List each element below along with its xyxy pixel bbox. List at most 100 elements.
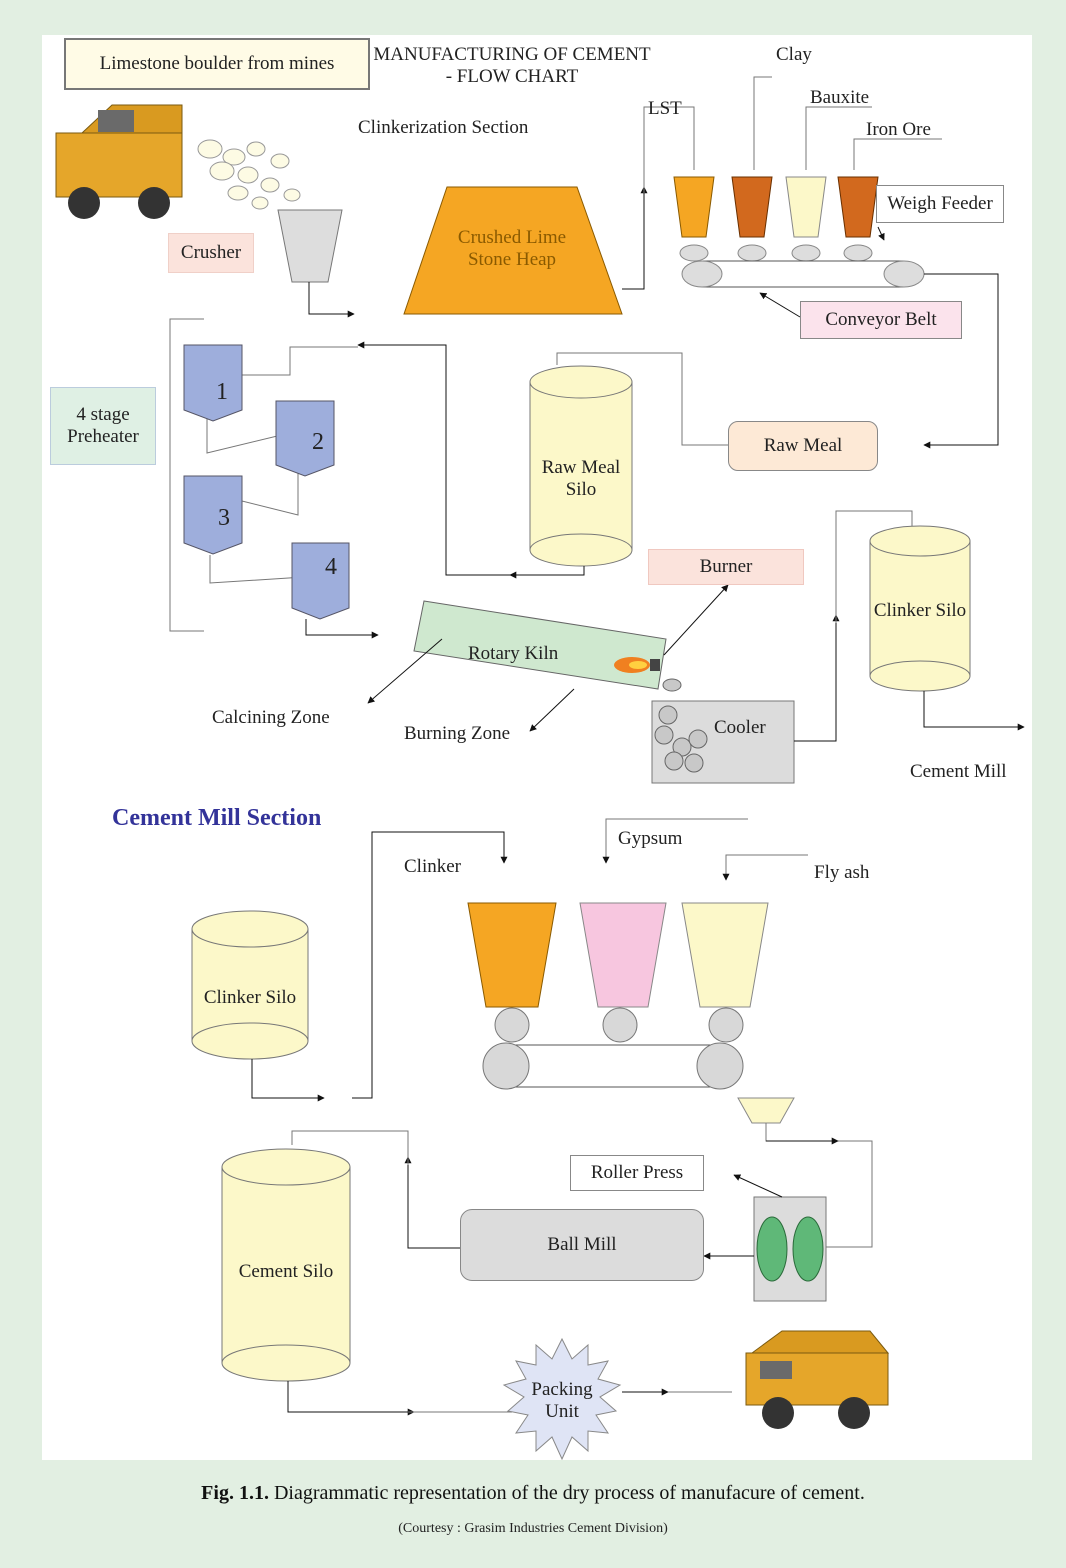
cyclone-1	[183, 344, 243, 422]
burner-box: Burner	[648, 549, 804, 585]
iron-ore-label: Iron Ore	[866, 119, 931, 140]
burning-zone-pointer	[529, 688, 575, 732]
iron-ore-feed-line	[853, 138, 942, 170]
raw-meal-box: Raw Meal	[728, 421, 878, 471]
cooler-clinker-balls	[654, 678, 708, 773]
mill-conveyor	[482, 1042, 744, 1090]
limestone-source-box: Limestone boulder from mines	[64, 38, 370, 90]
clinker-feed-line	[352, 831, 508, 1099]
calcining-zone-pointer	[367, 638, 443, 704]
mill-feed-rollers	[494, 1007, 744, 1043]
burning-zone-label: Burning Zone	[404, 723, 511, 744]
crusher-hopper	[277, 209, 343, 283]
clay-hopper	[731, 176, 773, 238]
cyclone-2-label: 2	[312, 429, 324, 455]
title-line-2: - FLOW CHART	[445, 65, 579, 87]
weigh-feeder-rollers	[679, 244, 873, 262]
iron-ore-hopper	[837, 176, 879, 238]
clinker-silo-to-cement-mill-line	[923, 691, 1025, 731]
heap-label: Crushed Lime Stone Heap	[457, 227, 567, 270]
cement-silo-to-packing-line	[287, 1381, 415, 1416]
clinker-silo-top	[869, 525, 971, 692]
gypsum-hopper	[579, 902, 667, 1008]
clinker-silo-feed-line	[835, 510, 913, 623]
rotary-kiln-label: Rotary Kiln	[468, 643, 559, 664]
preheater-bracket	[169, 318, 204, 632]
crusher-to-heap-line	[308, 282, 355, 318]
gypsum-feed-line	[602, 818, 748, 864]
clinker-label: Clinker	[404, 856, 461, 877]
raw-meal-silo-label: Raw Meal Silo	[541, 457, 621, 500]
roller-press-pointer	[733, 1174, 783, 1198]
roller-right	[792, 1216, 824, 1282]
gypsum-label: Gypsum	[618, 828, 683, 849]
clinkerization-section-label: Clinkerization Section	[358, 117, 529, 138]
title-line-1: MANUFACTURING OF CEMENT	[373, 44, 651, 65]
heap-to-feeders-line	[622, 186, 648, 290]
conveyor-belt-pointer	[759, 292, 801, 318]
cyclone-4	[291, 542, 350, 620]
raw-meal-to-silo-line	[556, 352, 728, 446]
dump-truck-icon-top	[55, 104, 183, 219]
raw-meal-silo	[529, 365, 633, 567]
clay-feed-line	[753, 76, 772, 170]
cyclone-link-1-2	[210, 346, 358, 376]
bauxite-hopper	[785, 176, 827, 238]
cyclone-link-a	[206, 410, 299, 454]
clinker-silo-to-mill-line	[251, 1059, 325, 1102]
conveyor-belt-box: Conveyor Belt	[800, 301, 962, 339]
bauxite-label: Bauxite	[810, 87, 870, 108]
cyclone-2	[275, 400, 335, 477]
flame-icon	[614, 657, 660, 673]
roller-left	[756, 1216, 788, 1282]
cyclone-4-label: 4	[325, 554, 337, 580]
dump-truck-icon-bottom	[745, 1330, 890, 1429]
figure-courtesy: (Courtesy : Grasim Industries Cement Div…	[398, 1521, 668, 1536]
cyclone-1-label: 1	[216, 379, 228, 405]
limestone-boulders-icon	[197, 139, 301, 210]
packing-unit-burst	[502, 1337, 622, 1460]
cyclone-3-label: 3	[218, 505, 230, 531]
cement-mill-label: Cement Mill	[910, 761, 1007, 782]
clinker-hopper	[467, 902, 557, 1008]
roller-press-box: Roller Press	[570, 1155, 704, 1191]
packing-unit-label: Packing Unit	[531, 1379, 593, 1422]
silo-to-preheater-line	[357, 341, 585, 576]
preheater-to-kiln-line	[305, 619, 379, 639]
preheater-box: 4 stage Preheater	[50, 387, 156, 465]
calcining-zone-label: Calcining Zone	[212, 707, 330, 728]
rotary-kiln	[413, 600, 667, 690]
weigh-feeder-pointer	[877, 226, 885, 241]
page-title: MANUFACTURING OF CEMENT - FLOW CHART	[372, 44, 652, 88]
limestone-heap	[403, 186, 623, 315]
cyclone-3	[183, 475, 243, 555]
fly-ash-label: Fly ash	[814, 862, 870, 883]
lst-label: LST	[648, 98, 682, 119]
clay-label: Clay	[776, 44, 812, 65]
lst-feed-line	[643, 106, 695, 193]
fly-ash-hopper	[681, 902, 769, 1008]
ball-mill-to-cement-silo-line	[404, 1156, 460, 1249]
bauxite-feed-line	[805, 106, 872, 170]
cyclone-link-c	[209, 555, 305, 584]
conveyor-to-raw-meal-line	[923, 273, 999, 449]
fly-ash-feed-line	[722, 854, 808, 881]
cement-silo	[221, 1148, 351, 1382]
lst-hopper	[673, 176, 715, 238]
kiln-to-burner-line	[663, 584, 729, 656]
cooler-to-clinker-silo-line	[794, 614, 840, 742]
conveyor-belt	[681, 260, 925, 288]
cement-silo-label: Cement Silo	[238, 1261, 334, 1282]
figure-label: Fig. 1.1.	[201, 1482, 269, 1504]
cooler-label: Cooler	[714, 717, 766, 738]
diagram-panel: Limestone boulder from mines MANUFACTURI…	[42, 35, 1032, 1460]
small-hopper	[737, 1097, 795, 1124]
flow-diagram	[55, 76, 1025, 1460]
crusher-box: Crusher	[168, 233, 254, 273]
cement-silo-feed-line	[291, 1130, 409, 1165]
figure-caption-text: Diagrammatic representation of the dry p…	[268, 1482, 865, 1504]
figure-caption: Fig. 1.1. Diagrammatic representation of…	[0, 1482, 1066, 1505]
small-hopper-to-roller-press-line	[765, 1123, 873, 1248]
cement-mill-section-title: Cement Mill Section	[112, 805, 322, 831]
clinker-silo-bottom	[191, 910, 309, 1060]
